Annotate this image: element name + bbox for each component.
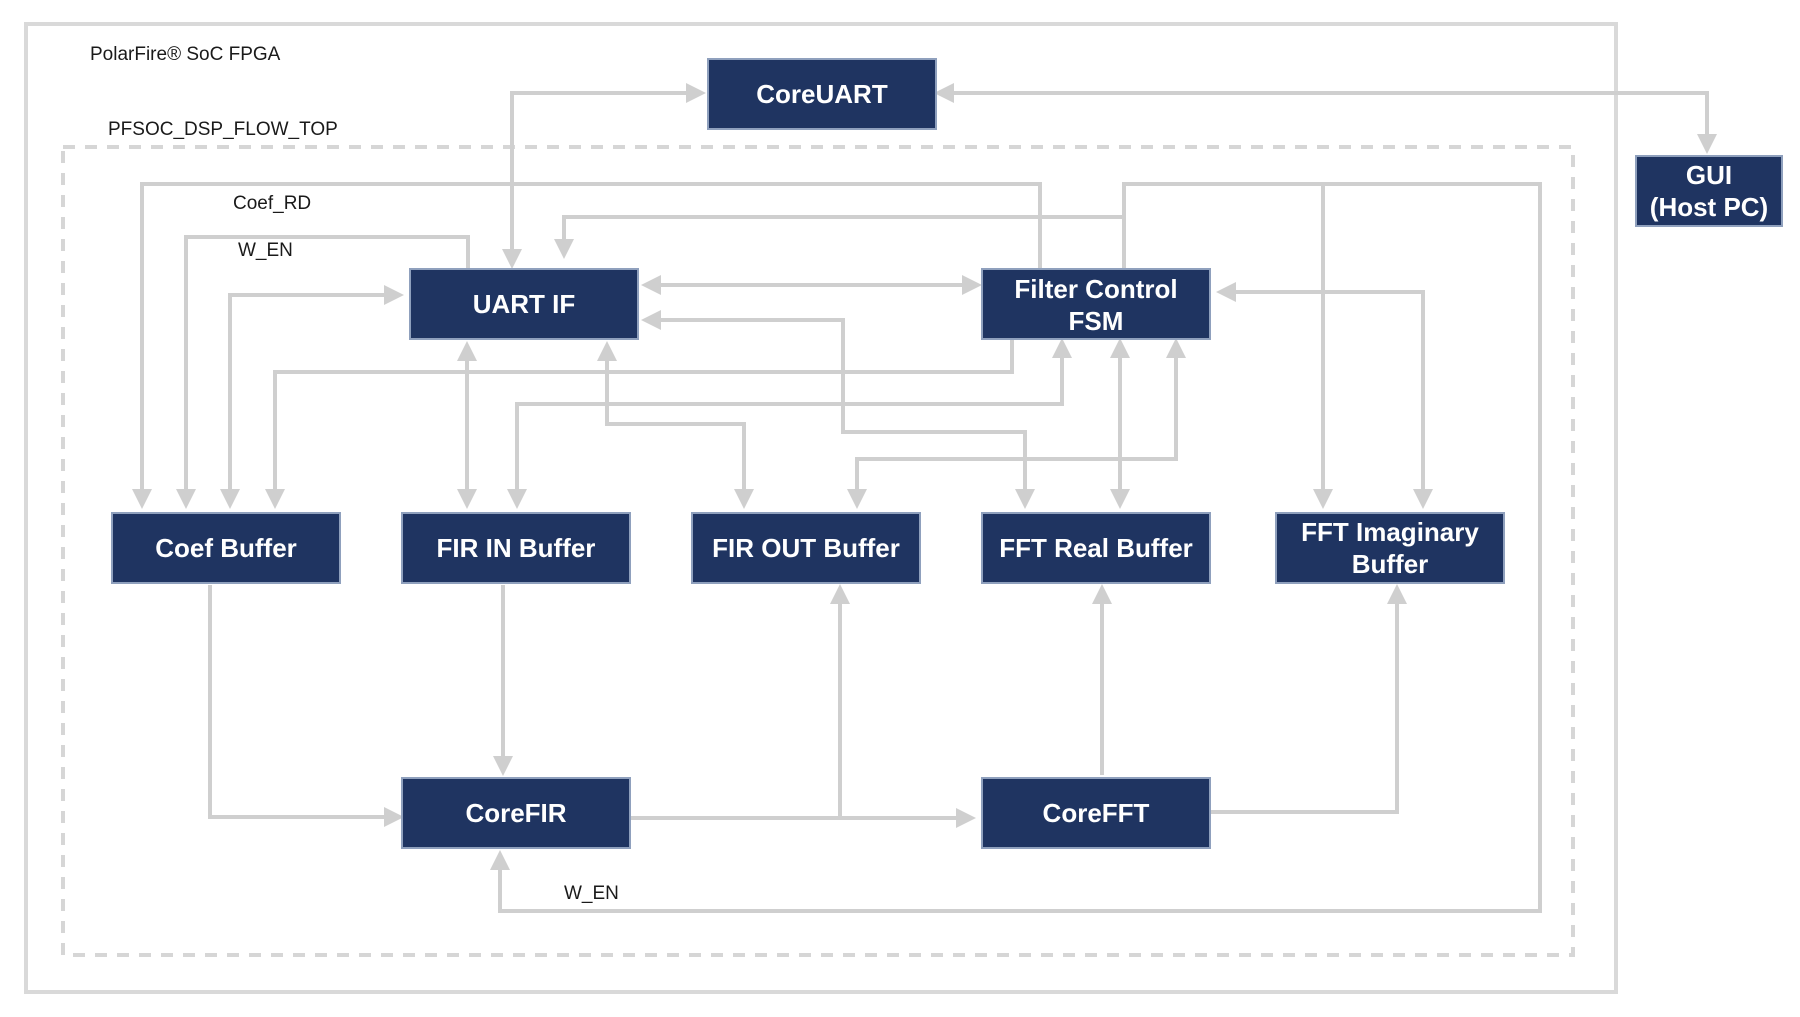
fir-in-buffer-block: FIR IN Buffer <box>401 512 631 584</box>
corefft-label: CoreFFT <box>1043 798 1150 828</box>
corefft-block: CoreFFT <box>981 777 1211 849</box>
wire-w-en-loop <box>498 182 1542 913</box>
arrow-head <box>830 584 850 604</box>
svg-text:CoreUART: CoreUART <box>756 79 888 109</box>
wire-fftimag-fsm <box>1230 290 1425 495</box>
arrow-head <box>490 850 510 870</box>
wire-fsm-coef <box>273 336 1014 495</box>
arrow-head <box>956 808 976 828</box>
top-module-label: PFSOC_DSP_FLOW_TOP <box>108 119 338 140</box>
arrow-head <box>1313 489 1333 509</box>
wire-coef-uartif <box>228 293 388 495</box>
arrow-head <box>1387 584 1407 604</box>
wire-coef-corefir <box>208 585 388 819</box>
arrow-head <box>457 341 477 361</box>
arrow-head <box>507 489 527 509</box>
arrow-head <box>686 83 706 103</box>
fft-real-buffer-label: FFT Real Buffer <box>999 533 1193 563</box>
arrow-head <box>641 310 661 330</box>
corefir-block: CoreFIR <box>401 777 631 849</box>
coreuart-block: CoreUART <box>707 58 937 130</box>
arrow-head <box>176 489 196 509</box>
arrow-head <box>1697 134 1717 154</box>
fft-imag-label-line2: Buffer <box>1352 549 1429 579</box>
uart-if-label: UART IF <box>473 289 576 319</box>
svg-text:(Host PC): (Host PC) <box>1650 192 1768 222</box>
arrow-heads <box>132 83 1717 870</box>
arrow-head <box>265 489 285 509</box>
wire-coef-rd <box>140 182 1042 495</box>
svg-text:Buffer: Buffer <box>1352 549 1429 579</box>
arrow-head <box>1413 489 1433 509</box>
svg-text:FIR IN Buffer: FIR IN Buffer <box>437 533 596 563</box>
arrow-head <box>1166 338 1186 358</box>
svg-text:FSM: FSM <box>1069 306 1124 336</box>
arrow-head <box>502 249 522 269</box>
fpga-label: PolarFire® SoC FPGA <box>90 44 281 65</box>
wire-uartif-coreuart <box>510 91 688 255</box>
arrow-head <box>962 275 982 295</box>
arrow-head <box>734 489 754 509</box>
arrow-head <box>641 275 661 295</box>
arrow-head <box>597 341 617 361</box>
arrow-head <box>847 489 867 509</box>
arrow-head <box>1110 338 1130 358</box>
fsm-label-line2: FSM <box>1069 306 1124 336</box>
fir-in-buffer-label: FIR IN Buffer <box>437 533 596 563</box>
svg-text:FFT Real Buffer: FFT Real Buffer <box>999 533 1193 563</box>
coreuart-label: CoreUART <box>756 79 888 109</box>
coef-buffer-block: Coef Buffer <box>111 512 341 584</box>
uart-if-block: UART IF <box>409 268 639 340</box>
wire-firin-fsm <box>515 352 1064 495</box>
wire-uartif-firout <box>605 355 746 495</box>
svg-text:CoreFIR: CoreFIR <box>465 798 566 828</box>
coef-buffer-label: Coef Buffer <box>155 533 297 563</box>
wire-w-en-top <box>184 235 470 495</box>
fsm-label-line1: Filter Control <box>1014 274 1177 304</box>
svg-text:CoreFFT: CoreFFT <box>1043 798 1150 828</box>
gui-label-line1: GUI <box>1686 160 1732 190</box>
wire-fftreal-uartif <box>655 318 1027 495</box>
gui-label-line2: (Host PC) <box>1650 192 1768 222</box>
w-en-label-bottom: W_EN <box>564 883 619 904</box>
svg-text:FFT Imaginary: FFT Imaginary <box>1301 517 1479 547</box>
arrow-head <box>934 83 954 103</box>
arrow-head <box>1110 489 1130 509</box>
arrow-head <box>493 756 513 776</box>
fft-real-buffer-block: FFT Real Buffer <box>981 512 1211 584</box>
arrow-head <box>220 489 240 509</box>
arrow-head <box>1015 489 1035 509</box>
arrow-head <box>132 489 152 509</box>
svg-text:Filter Control: Filter Control <box>1014 274 1177 304</box>
arrow-head <box>1216 282 1236 302</box>
connection-wires <box>140 91 1709 913</box>
fir-out-buffer-label: FIR OUT Buffer <box>712 533 900 563</box>
gui-host-pc-block: GUI (Host PC) <box>1635 155 1783 227</box>
arrow-head <box>1052 338 1072 358</box>
fft-imag-label-line1: FFT Imaginary <box>1301 517 1479 547</box>
coef-rd-label: Coef_RD <box>233 193 311 214</box>
wire-corefft-fftimag <box>1209 600 1399 814</box>
corefir-label: CoreFIR <box>465 798 566 828</box>
svg-text:FIR OUT Buffer: FIR OUT Buffer <box>712 533 900 563</box>
svg-text:UART IF: UART IF <box>473 289 576 319</box>
arrow-head <box>457 489 477 509</box>
fft-imaginary-buffer-block: FFT Imaginary Buffer <box>1275 512 1505 584</box>
arrow-head <box>554 239 574 259</box>
svg-text:Coef Buffer: Coef Buffer <box>155 533 297 563</box>
filter-control-fsm-block: Filter Control FSM <box>981 268 1211 340</box>
svg-text:GUI: GUI <box>1686 160 1732 190</box>
wire-firout-fsm <box>855 352 1178 495</box>
top-module-frame <box>61 145 1575 957</box>
w-en-label-top: W_EN <box>238 240 293 261</box>
fir-out-buffer-block: FIR OUT Buffer <box>691 512 921 584</box>
arrow-head <box>384 285 404 305</box>
arrow-head <box>1092 584 1112 604</box>
fpga-frame <box>24 22 1618 994</box>
wire-coreuart-gui <box>953 91 1709 140</box>
arrow-head <box>384 807 404 827</box>
